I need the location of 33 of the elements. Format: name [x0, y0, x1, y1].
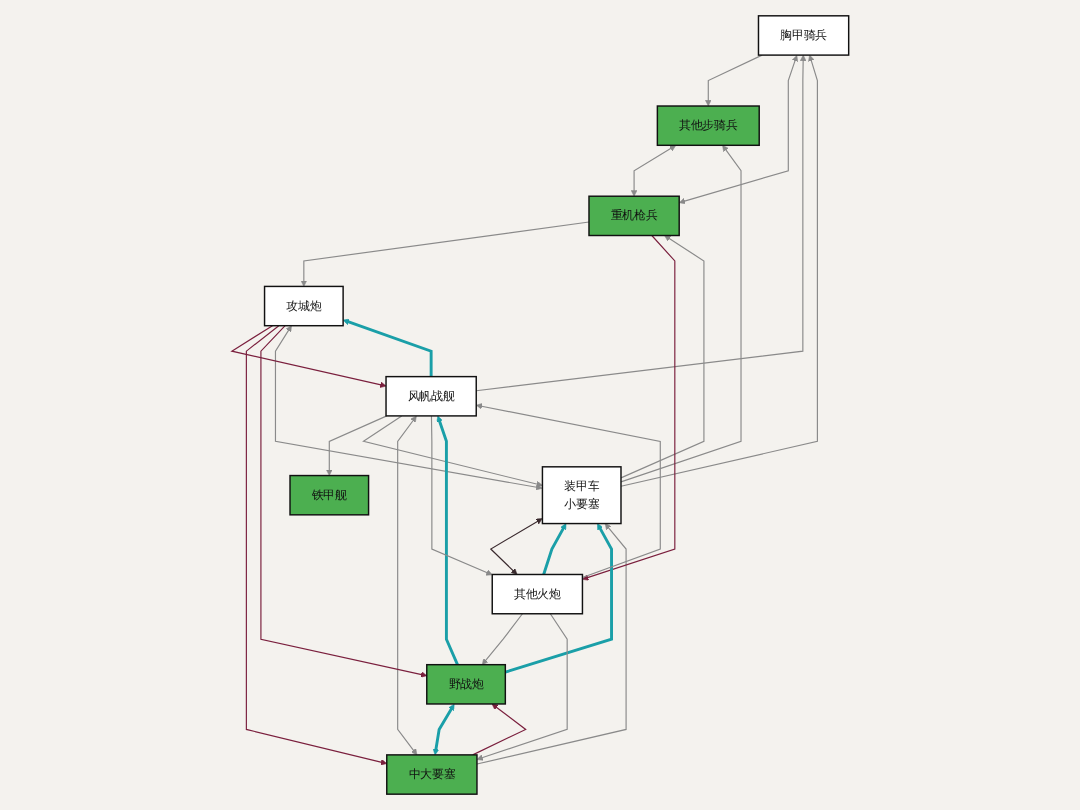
- arrow: [396, 415, 417, 756]
- arrow: [620, 145, 742, 483]
- arrow: [430, 415, 493, 576]
- node-box: 中大要塞: [385, 754, 478, 795]
- arrow: [542, 523, 567, 575]
- arrow: [475, 403, 661, 579]
- arrow: [475, 54, 807, 392]
- arrow: [342, 318, 433, 377]
- arrow: [476, 613, 568, 761]
- arrow: [436, 415, 459, 666]
- arrow: [476, 523, 627, 765]
- arrow: [245, 325, 387, 766]
- arrow: [704, 54, 763, 107]
- arrow: [432, 703, 455, 756]
- arrow: [678, 55, 798, 205]
- node-box: 装甲车 小要塞: [541, 466, 622, 525]
- node-box: 其他步骑兵: [656, 105, 760, 147]
- node-box: 铁甲舰: [289, 474, 370, 516]
- node-box: 胸甲骑兵: [757, 15, 850, 56]
- arrow: [489, 518, 543, 575]
- arrow: [620, 235, 705, 479]
- arrow: [361, 415, 543, 488]
- arrow: [325, 415, 388, 476]
- arrow: [630, 145, 676, 197]
- node-box: 攻城炮: [263, 285, 344, 327]
- arrow: [274, 325, 543, 491]
- node-box: 其他火炮: [491, 573, 583, 615]
- node-box: 风帆战舰: [385, 375, 477, 417]
- arrow: [481, 613, 523, 665]
- node-box: 野战炮: [425, 663, 506, 705]
- arrow: [260, 325, 427, 678]
- arrow: [620, 54, 818, 487]
- node-box: 重机枪兵: [588, 195, 680, 237]
